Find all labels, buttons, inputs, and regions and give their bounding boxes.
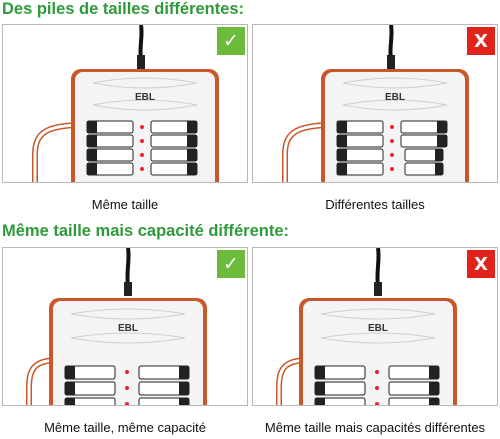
brand-logo: EBL bbox=[385, 92, 405, 103]
battery-slots-left bbox=[86, 120, 134, 176]
usb-cable bbox=[138, 25, 144, 60]
check-icon: ✓ bbox=[217, 250, 245, 278]
charger-illustration: EBL bbox=[32, 25, 219, 182]
brand-logo: EBL bbox=[135, 92, 155, 103]
charger-illustration: EBL bbox=[276, 248, 457, 405]
led-indicators bbox=[140, 125, 144, 171]
caption-same-capacity: Même taille, même capacité bbox=[44, 420, 206, 435]
cross-icon: X bbox=[467, 250, 495, 278]
panel-same-size: EBL ✓ bbox=[2, 24, 248, 183]
caption-different-capacities: Même taille mais capacités différentes bbox=[264, 420, 486, 435]
cross-icon: X bbox=[467, 27, 495, 55]
panel-same-capacity: EBL ✓ bbox=[2, 247, 248, 406]
caption-different-sizes: Différentes tailles bbox=[325, 197, 425, 212]
check-icon: ✓ bbox=[217, 27, 245, 55]
panel-different-capacities: EBL X bbox=[252, 247, 498, 406]
panel-different-sizes: EBL X bbox=[252, 24, 498, 183]
brand-logo: EBL bbox=[368, 323, 388, 334]
charger-illustration: EBL bbox=[26, 248, 207, 405]
brand-logo: EBL bbox=[118, 323, 138, 334]
section-heading-sizes: Des piles de tailles différentes: bbox=[2, 0, 245, 18]
charger-illustration: EBL bbox=[282, 25, 469, 182]
caption-same-size: Même taille bbox=[91, 197, 159, 212]
section-heading-capacity: Même taille mais capacité différente: bbox=[2, 222, 290, 240]
battery-slots-right bbox=[150, 120, 198, 176]
